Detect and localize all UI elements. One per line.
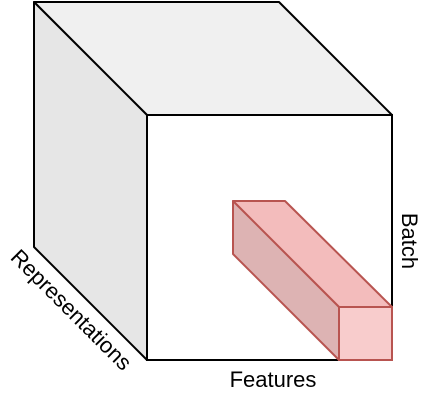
feature-slice (232, 200, 393, 361)
slice-front-face (338, 306, 393, 361)
tensor-cube (33, 1, 393, 361)
batch-label: Batch (397, 213, 422, 269)
features-label: Features (230, 367, 317, 392)
